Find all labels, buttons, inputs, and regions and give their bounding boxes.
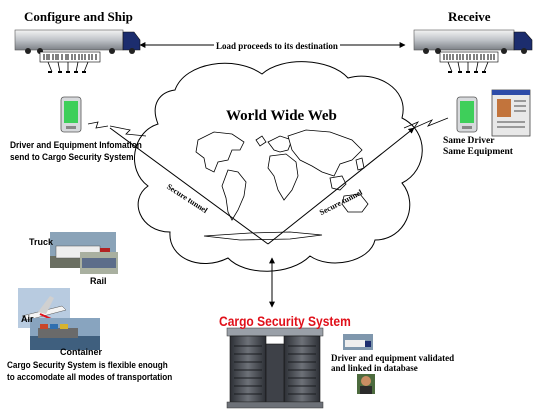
receive-title: Receive xyxy=(448,9,491,24)
secure-tunnel-left-line xyxy=(109,127,269,245)
truck-icon xyxy=(413,29,533,73)
right-wireless-connector xyxy=(403,117,449,129)
left-wireless-connector xyxy=(87,121,109,129)
flexible-caption: Cargo Security System is flexible enough… xyxy=(7,360,172,384)
truck-label: Truck xyxy=(29,237,54,247)
same-driver-label: Same Driver xyxy=(443,136,495,146)
world-wide-web-label: World Wide Web xyxy=(226,108,337,124)
secure-tunnel-right-line xyxy=(267,127,415,245)
truck-thumbnail xyxy=(343,334,373,350)
same-equipment-label: Same Equipment xyxy=(443,147,513,157)
load-route-label: Load proceeds to its destination xyxy=(214,41,340,51)
left-wireless-connector-2 xyxy=(109,125,147,137)
air-label: Air xyxy=(21,314,34,324)
container-ship-photo xyxy=(30,318,100,350)
flexible-line-2: to accomodate all modes of transportatio… xyxy=(7,372,173,383)
rail-label: Rail xyxy=(90,276,107,286)
driver-info-caption: Driver and Equipment Infomation send to … xyxy=(10,140,142,164)
validated-line-2: and linked in database xyxy=(331,363,418,373)
same-driver-caption: Same Driver Same Equipment xyxy=(443,136,513,158)
driver-info-line-2: send to Cargo Security System xyxy=(10,152,134,163)
handheld-device-icon xyxy=(60,96,82,133)
configure-and-ship-title: Configure and Ship xyxy=(24,9,133,24)
driver-id-window-icon xyxy=(491,89,531,137)
driver-info-line-1: Driver and Equipment Infomation xyxy=(10,140,142,151)
driver-photo xyxy=(357,374,375,394)
handheld-device-icon xyxy=(456,96,478,133)
cargo-security-system-title: Cargo Security System xyxy=(219,313,351,329)
truck-icon xyxy=(14,29,141,73)
world-map-icon xyxy=(195,129,369,241)
server-icon xyxy=(226,327,324,409)
rail-photo xyxy=(80,252,118,274)
flexible-line-1: Cargo Security System is flexible enough xyxy=(7,360,168,371)
validated-caption: Driver and equipment validated and linke… xyxy=(331,353,454,373)
container-label: Container xyxy=(60,347,103,357)
validated-line-1: Driver and equipment validated xyxy=(331,353,455,363)
